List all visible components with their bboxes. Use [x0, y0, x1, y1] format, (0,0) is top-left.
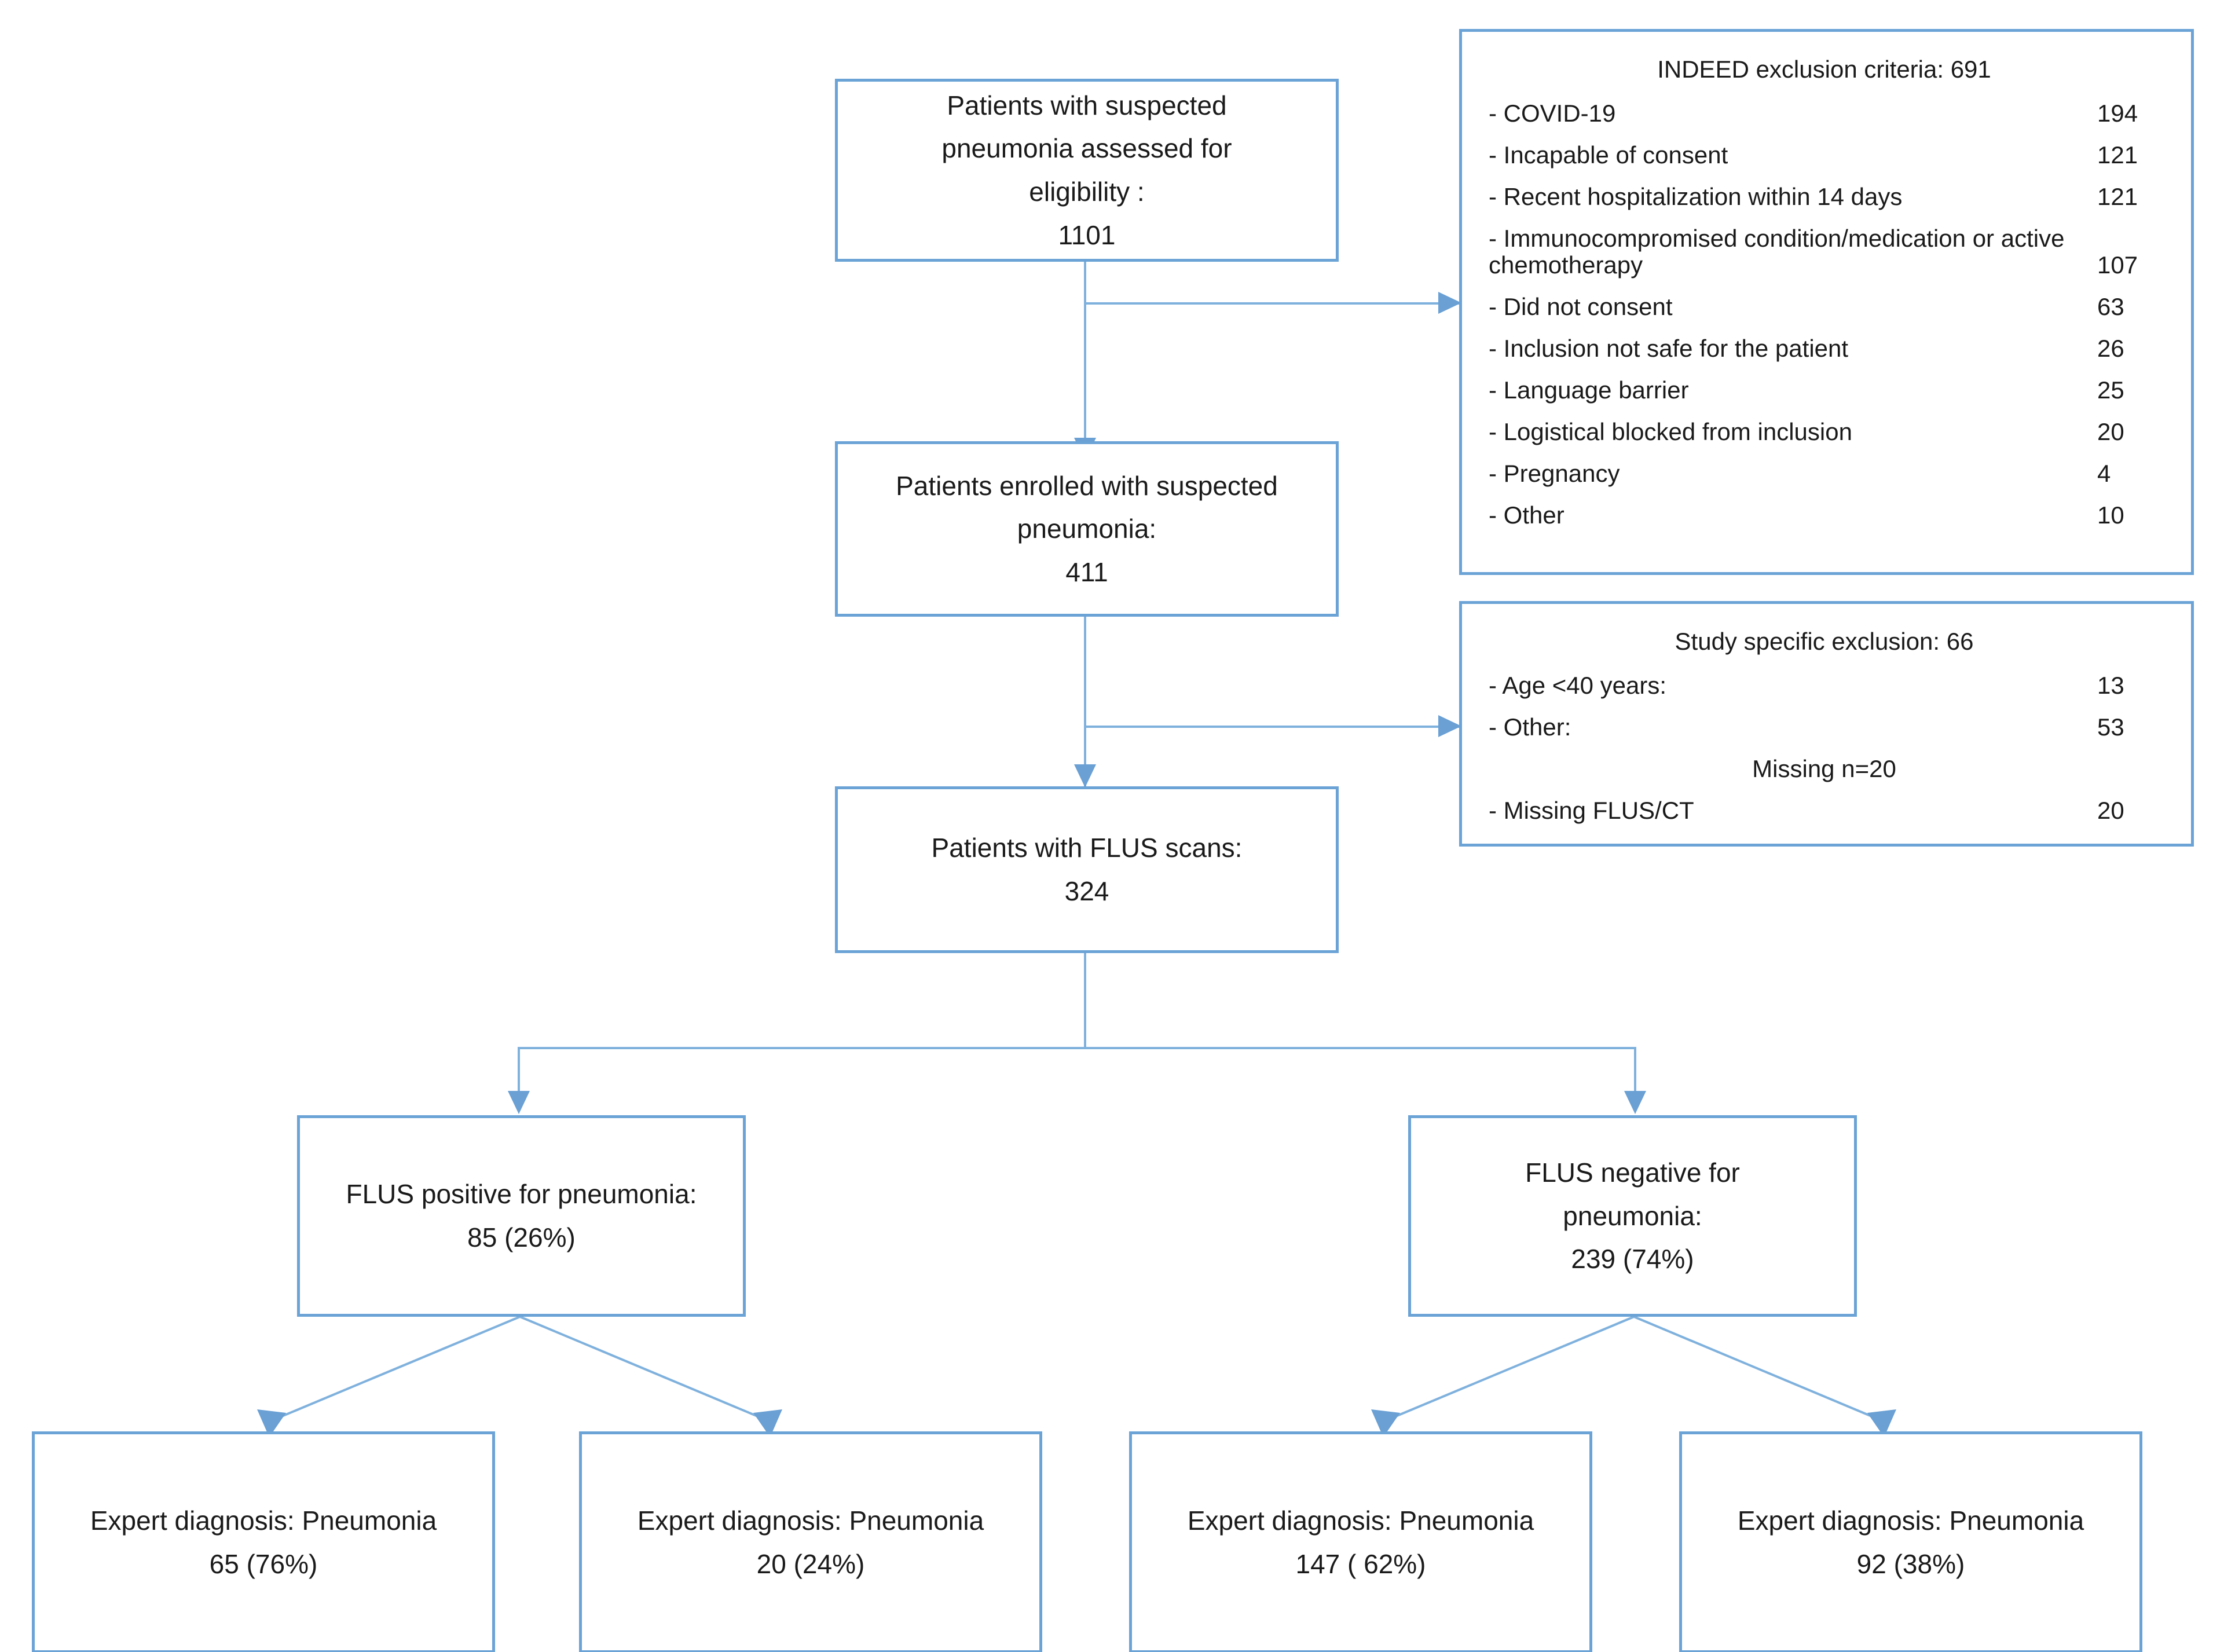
- indeed-label-logistical: - Logistical blocked from inclusion: [1489, 418, 1852, 445]
- study-label-other: - Other:: [1489, 713, 1571, 741]
- indeed-row-did-not-consent: - Did not consent 63: [1489, 295, 2160, 319]
- connector-enrolled-to-flus: [1084, 617, 1086, 796]
- study-missing-note: Missing n=20: [1752, 755, 1896, 782]
- indeed-label-covid19: - COVID-19: [1489, 100, 1616, 127]
- connector-assessed-to-enrolled: [1084, 262, 1086, 470]
- indeed-row-language-barrier: - Language barrier 25: [1489, 378, 2160, 402]
- node-flus-negative[interactable]: FLUS negative for pneumonia: 239 (74%): [1408, 1115, 1857, 1317]
- study-count-missing-flus-ct: 20: [2097, 797, 2124, 824]
- indeed-row-pregnancy: - Pregnancy 4: [1489, 461, 2160, 486]
- node-flus-scans[interactable]: Patients with FLUS scans: 324: [835, 786, 1339, 953]
- panel-study-specific-exclusion[interactable]: Study specific exclusion: 66 - Age <40 y…: [1459, 601, 2194, 847]
- indeed-row-chemotherapy: chemotherapy 107: [1489, 253, 2160, 277]
- node-enrolled-count: 411: [1065, 556, 1108, 587]
- node-assessed-count: 1101: [1058, 219, 1116, 250]
- indeed-count-other: 10: [2097, 501, 2124, 529]
- indeed-count-not-safe: 26: [2097, 335, 2124, 362]
- node-flus-scans-count: 324: [1064, 876, 1109, 906]
- node-flus-negative-line2: pneumonia:: [1563, 1200, 1702, 1231]
- indeed-count-recent-hospitalization: 121: [2097, 183, 2138, 210]
- indeed-row-logistical: - Logistical blocked from inclusion 20: [1489, 420, 2160, 444]
- study-count-age-under-40: 13: [2097, 672, 2124, 699]
- node-expert-negative-pneumonia[interactable]: Expert diagnosis: Pneumonia 147 ( 62%): [1129, 1431, 1592, 1652]
- arrow-assessed-to-indeed: [1438, 292, 1461, 314]
- node-expert-neg-no-line1: Expert diagnosis: Pneumonia: [1737, 1505, 2084, 1536]
- indeed-row-covid19: - COVID-19 194: [1489, 101, 2160, 126]
- indeed-count-language-barrier: 25: [2097, 376, 2124, 404]
- indeed-row-immunocompromised: - Immunocompromised condition/medication…: [1489, 226, 2160, 251]
- node-flus-negative-count: 239 (74%): [1571, 1244, 1694, 1274]
- indeed-row-not-safe: - Inclusion not safe for the patient 26: [1489, 336, 2160, 361]
- node-expert-neg-yes-line1: Expert diagnosis: Pneumonia: [1187, 1505, 1534, 1536]
- arrow-enrolled-to-study-exclusion: [1438, 715, 1461, 737]
- node-expert-positive-no-pneumonia[interactable]: Expert diagnosis: Pneumonia 20 (24%): [579, 1431, 1042, 1652]
- node-enrolled-line2: pneumonia:: [1017, 514, 1157, 544]
- panel-indeed-exclusion[interactable]: INDEED exclusion criteria: 691 - COVID-1…: [1459, 29, 2194, 575]
- connector-flus-negative-branches: [1371, 1316, 1896, 1437]
- node-expert-pos-no-line1: Expert diagnosis: Pneumonia: [637, 1505, 984, 1536]
- indeed-count-incapable-consent: 121: [2097, 141, 2138, 169]
- indeed-row-other: - Other 10: [1489, 503, 2160, 528]
- indeed-label-language-barrier: - Language barrier: [1489, 376, 1689, 404]
- indeed-label-did-not-consent: - Did not consent: [1489, 293, 1673, 320]
- indeed-label-not-safe: - Inclusion not safe for the patient: [1489, 335, 1849, 362]
- indeed-label-chemotherapy: chemotherapy: [1489, 251, 1643, 279]
- study-row-other: - Other: 53: [1489, 715, 2160, 739]
- node-enrolled-line1: Patients enrolled with suspected: [896, 470, 1278, 501]
- connector-split-right-down: [1634, 1047, 1636, 1111]
- indeed-count-covid19: 194: [2097, 100, 2138, 127]
- node-expert-neg-no-count: 92 (38%): [1856, 1548, 1965, 1579]
- indeed-count-pregnancy: 4: [2097, 460, 2111, 487]
- connector-assessed-to-indeed: [1084, 302, 1459, 305]
- connector-split-horizontal: [518, 1047, 1636, 1049]
- indeed-label-incapable-consent: - Incapable of consent: [1489, 141, 1728, 169]
- connector-split-left-down: [518, 1047, 520, 1111]
- node-expert-neg-yes-count: 147 ( 62%): [1295, 1548, 1426, 1579]
- study-row-age-under-40: - Age <40 years: 13: [1489, 673, 2160, 698]
- node-flus-positive-count: 85 (26%): [467, 1222, 576, 1252]
- node-expert-negative-no-pneumonia[interactable]: Expert diagnosis: Pneumonia 92 (38%): [1679, 1431, 2142, 1652]
- node-assessed-for-eligibility[interactable]: Patients with suspected pneumonia assess…: [835, 79, 1339, 262]
- node-expert-pos-yes-line1: Expert diagnosis: Pneumonia: [90, 1505, 437, 1536]
- indeed-row-recent-hospitalization: - Recent hospitalization within 14 days …: [1489, 185, 2160, 209]
- study-row-missing-flus-ct: - Missing FLUS/CT 20: [1489, 798, 2160, 823]
- node-flus-negative-line1: FLUS negative for: [1525, 1158, 1740, 1188]
- indeed-count-chemotherapy: 107: [2097, 251, 2138, 279]
- indeed-label-other: - Other: [1489, 501, 1565, 529]
- indeed-label-recent-hospitalization: - Recent hospitalization within 14 days: [1489, 183, 1903, 210]
- indeed-count-did-not-consent: 63: [2097, 293, 2124, 320]
- node-expert-positive-pneumonia[interactable]: Expert diagnosis: Pneumonia 65 (76%): [32, 1431, 495, 1652]
- indeed-count-logistical: 20: [2097, 418, 2124, 445]
- node-flus-positive[interactable]: FLUS positive for pneumonia: 85 (26%): [297, 1115, 746, 1317]
- node-expert-pos-no-count: 20 (24%): [756, 1548, 865, 1579]
- study-count-other: 53: [2097, 713, 2124, 741]
- arrow-enrolled-to-flus: [1074, 764, 1096, 787]
- study-label-age-under-40: - Age <40 years:: [1489, 672, 1667, 699]
- indeed-row-incapable-consent: - Incapable of consent 121: [1489, 143, 2160, 167]
- indeed-exclusion-title: INDEED exclusion criteria: 691: [1657, 56, 1991, 83]
- arrow-to-flus-negative: [1624, 1091, 1646, 1114]
- indeed-label-pregnancy: - Pregnancy: [1489, 460, 1620, 487]
- node-assessed-line1: Patients with suspected: [947, 90, 1227, 120]
- connector-flus-positive-branches: [257, 1316, 782, 1437]
- connector-enrolled-to-study-exclusion: [1084, 726, 1459, 728]
- indeed-label-immunocompromised: - Immunocompromised condition/medication…: [1489, 225, 2065, 252]
- node-assessed-line3: eligibility :: [1029, 177, 1145, 207]
- node-expert-pos-yes-count: 65 (76%): [209, 1548, 318, 1579]
- node-flus-scans-line1: Patients with FLUS scans:: [931, 833, 1243, 863]
- arrow-to-flus-positive: [508, 1091, 530, 1114]
- study-label-missing-flus-ct: - Missing FLUS/CT: [1489, 797, 1694, 824]
- connector-flus-to-split: [1084, 951, 1086, 1048]
- study-exclusion-title: Study specific exclusion: 66: [1675, 628, 1974, 655]
- node-flus-positive-line1: FLUS positive for pneumonia:: [346, 1179, 697, 1210]
- node-enrolled[interactable]: Patients enrolled with suspected pneumon…: [835, 441, 1339, 617]
- node-assessed-line2: pneumonia assessed for: [941, 133, 1232, 164]
